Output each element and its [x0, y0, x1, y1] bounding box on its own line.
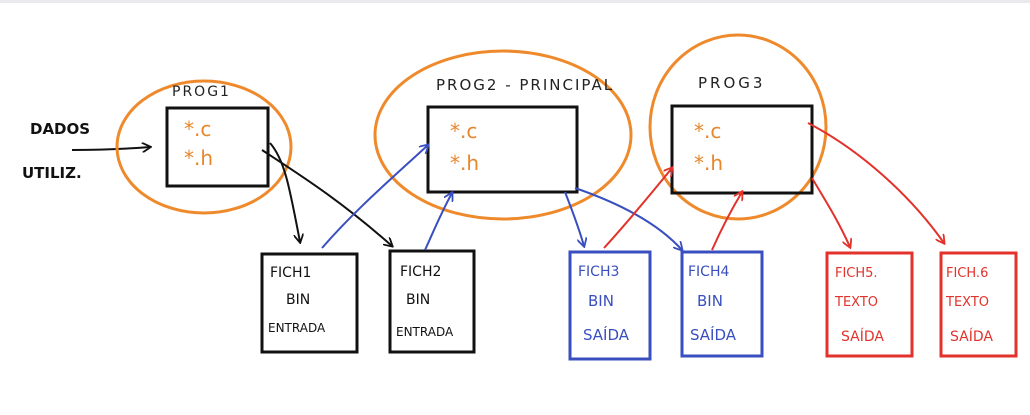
arrow-fich2-to-prog2 — [424, 193, 452, 251]
user-input: DADOS UTILIZ. — [22, 120, 150, 182]
program-label: PROG2 - PRINCIPAL — [436, 76, 614, 94]
file-name: FICH4 — [688, 264, 729, 280]
arrow-prog3-to-fich5 — [811, 177, 850, 247]
file-box — [939, 251, 1018, 358]
program-label: PROG1 — [172, 84, 231, 100]
program-prog3: PROG3 *.c *.h — [648, 33, 828, 221]
data-file-fich4: FICH4 BIN SAÍDA — [680, 250, 764, 358]
file-box — [680, 250, 764, 358]
c-file-label: *.c — [450, 119, 477, 143]
file-name: FICH.6 — [946, 266, 988, 281]
file-format: BIN — [588, 292, 614, 310]
data-file-fich6: FICH.6 TEXTO SAÍDA — [939, 251, 1018, 358]
h-file-label: *.h — [450, 151, 479, 175]
arrow-prog2-to-fich4 — [574, 187, 682, 250]
source-files-box — [670, 104, 814, 195]
program-label: PROG3 — [698, 74, 765, 92]
arrow-fich1-to-prog2 — [321, 145, 428, 249]
top-border — [0, 0, 1030, 3]
arrow-prog1-to-fich2 — [261, 149, 392, 246]
arrow-prog1-to-fich1 — [269, 142, 300, 242]
arrow-prog2-to-fich3 — [564, 191, 584, 246]
file-direction: ENTRADA — [268, 321, 326, 335]
input-label-line1: DADOS — [30, 120, 90, 138]
file-box — [568, 250, 652, 361]
file-direction: SAÍDA — [950, 328, 993, 345]
input-arrow — [71, 147, 150, 150]
program-ellipse — [373, 49, 633, 221]
file-direction: SAÍDA — [841, 328, 884, 345]
data-file-fich3: FICH3 BIN SAÍDA — [568, 250, 652, 361]
file-box — [388, 249, 476, 354]
arrow-prog3-to-fich6 — [807, 122, 944, 243]
h-file-label: *.h — [694, 151, 723, 175]
source-files-box — [165, 106, 270, 188]
file-name: FICH5. — [835, 266, 878, 281]
data-file-fich1: FICH1 BIN ENTRADA — [260, 252, 359, 354]
file-direction: SAÍDA — [690, 325, 737, 344]
program-prog1: PROG1 *.c *.h — [115, 79, 293, 215]
program-ellipse — [648, 33, 828, 221]
file-direction: SAÍDA — [583, 325, 630, 344]
file-direction: ENTRADA — [396, 325, 454, 339]
file-format: BIN — [406, 292, 430, 308]
file-format: BIN — [697, 292, 723, 310]
file-format: TEXTO — [834, 295, 878, 310]
data-file-fich5: FICH5. TEXTO SAÍDA — [825, 251, 914, 358]
file-name: FICH1 — [270, 265, 311, 281]
file-name: FICH3 — [578, 264, 619, 280]
program-ellipse — [115, 79, 293, 215]
file-name: FICH2 — [400, 264, 441, 280]
input-label-line2: UTILIZ. — [22, 164, 82, 182]
data-file-fich2: FICH2 BIN ENTRADA — [388, 249, 476, 354]
file-format: TEXTO — [945, 295, 989, 310]
c-file-label: *.c — [694, 119, 721, 143]
h-file-label: *.h — [184, 146, 213, 170]
file-format: BIN — [286, 292, 310, 308]
file-box — [260, 252, 359, 354]
arrow-fich4-to-prog3 — [711, 192, 742, 251]
file-box — [825, 251, 914, 358]
arrow-fich3-to-prog3 — [603, 168, 672, 249]
c-file-label: *.c — [184, 117, 211, 141]
